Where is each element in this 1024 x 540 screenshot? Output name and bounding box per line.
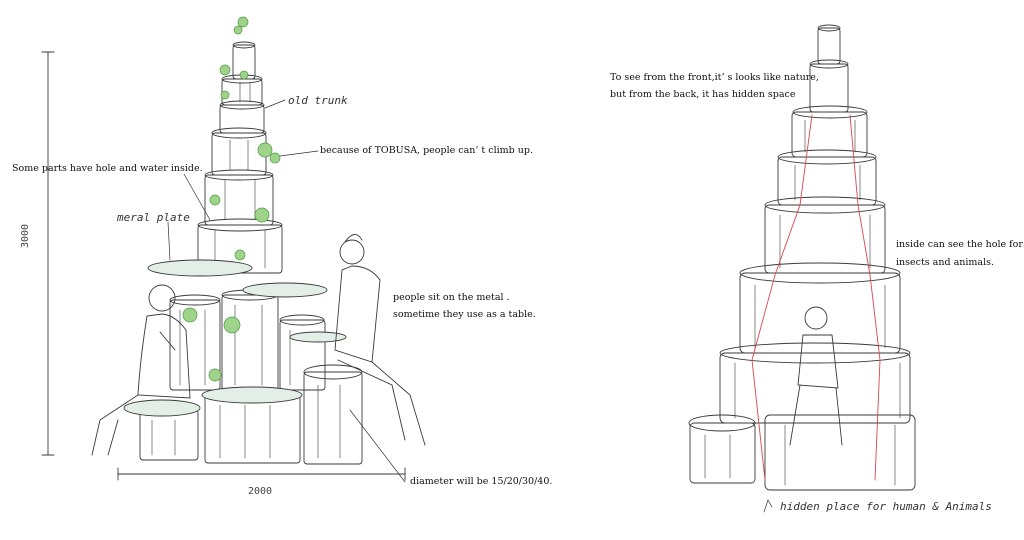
label-front-line1: To see from the front,it’ s looks like n… <box>610 69 819 86</box>
label-inside-line1: inside can see the hole for <box>896 236 1023 253</box>
label-old-trunk: old trunk <box>288 94 348 107</box>
label-front-line2: but from the back, it has hidden space <box>610 86 795 103</box>
person-right-sketch <box>335 234 425 445</box>
label-diameter: diameter will be 15/20/30/40. <box>410 473 552 490</box>
label-table-use: sometime they use as a table. <box>393 306 536 323</box>
plants <box>183 17 280 381</box>
person-hidden-sketch <box>790 307 842 445</box>
label-metal-plate: meral plate <box>117 211 190 224</box>
hidden-space <box>752 115 880 480</box>
dimension-width: 2000 <box>248 486 272 497</box>
width-dimension-line <box>118 468 405 480</box>
label-inside-line2: insects and animals. <box>896 254 994 271</box>
dimension-height: 3000 <box>20 224 31 248</box>
label-hidden-place: hidden place for human & Animals <box>780 500 992 513</box>
label-sit-metal: people sit on the metal . <box>393 289 510 306</box>
label-tobusa: because of TOBUSA, people can’ t climb u… <box>320 142 533 159</box>
label-hole-water: Some parts have hole and water inside. <box>12 160 203 177</box>
height-dimension-line <box>42 52 54 455</box>
left-tower-sketch <box>42 17 425 480</box>
